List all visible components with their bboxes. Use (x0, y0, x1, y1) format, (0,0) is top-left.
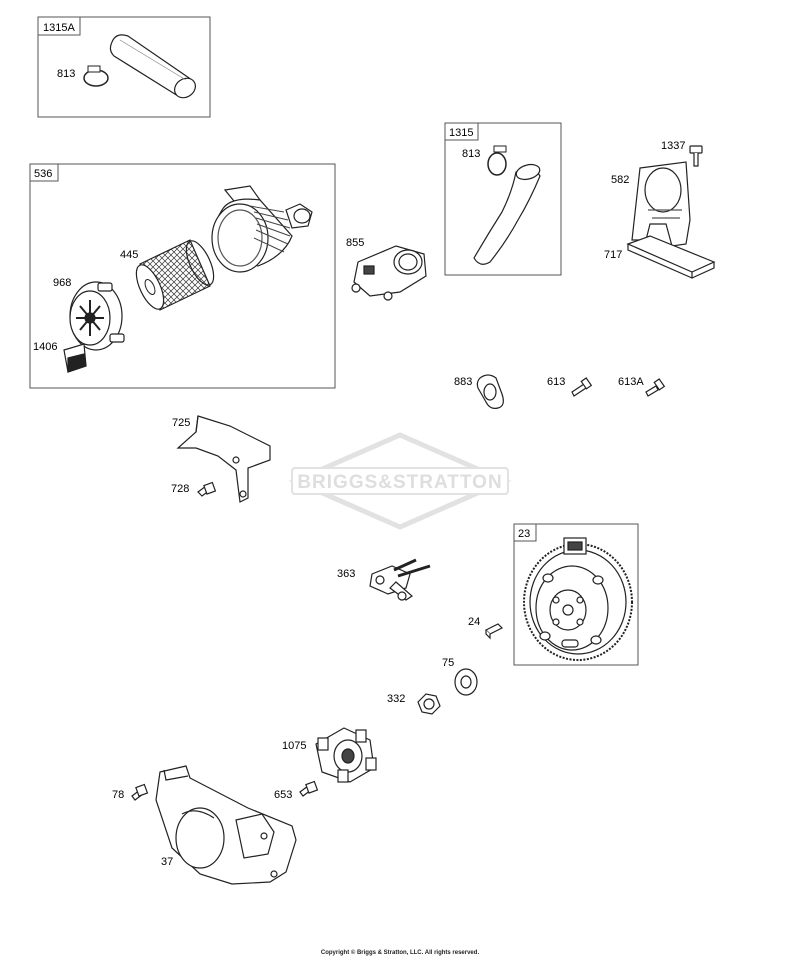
label-363: 363 (337, 568, 355, 580)
screw-1337 (689, 145, 703, 167)
watermark: BRIGGS&STRATTON (288, 432, 512, 530)
hose-1315 (473, 163, 541, 265)
label-24: 24 (468, 616, 480, 628)
clamp-813-a (83, 65, 109, 87)
gasket-883 (476, 374, 504, 409)
bracket-582 (631, 161, 691, 247)
label-78: 78 (112, 789, 124, 801)
filter-element-445 (135, 239, 215, 311)
label-728: 728 (171, 483, 189, 495)
label-653: 653 (274, 789, 292, 801)
cover-968 (69, 281, 125, 351)
label-332: 332 (387, 693, 405, 705)
label-968: 968 (53, 277, 71, 289)
group-1315: 1315 813 (444, 122, 562, 276)
washer-75 (454, 668, 478, 696)
screw-653 (299, 780, 319, 797)
nut-332 (417, 693, 441, 715)
label-855: 855 (346, 237, 364, 249)
group-536: 536 445 968 (29, 163, 336, 389)
label-37: 37 (161, 856, 173, 868)
svg-text:BRIGGS&STRATTON: BRIGGS&STRATTON (297, 472, 502, 493)
valve-1406 (63, 343, 87, 373)
label-1337: 1337 (661, 140, 685, 152)
group-label-1315: 1315 (449, 127, 473, 139)
adapter-855 (351, 245, 427, 301)
label-1406: 1406 (33, 341, 57, 353)
group-label-536: 536 (34, 168, 52, 180)
guard-37 (155, 765, 297, 885)
copyright-text: Copyright © Briggs & Stratton, LLC. All … (320, 950, 480, 956)
screw-613A (645, 378, 666, 397)
group-23: 23 (513, 523, 639, 666)
bracket-725 (176, 415, 271, 503)
hose-1315A (109, 34, 196, 99)
bracket-717 (626, 235, 716, 279)
label-582: 582 (611, 174, 629, 186)
key-24 (484, 623, 504, 640)
label-445: 445 (120, 249, 138, 261)
label-717: 717 (604, 249, 622, 261)
label-725: 725 (172, 417, 190, 429)
flywheel-23 (523, 537, 633, 661)
label-613: 613 (547, 376, 565, 388)
hub-1075 (315, 727, 377, 783)
group-label-23: 23 (518, 528, 530, 540)
assembly-363 (369, 558, 431, 601)
label-813-a: 813 (57, 68, 75, 80)
screw-613 (571, 377, 593, 397)
screw-78 (131, 783, 149, 801)
label-75: 75 (442, 657, 454, 669)
clamp-813-b (487, 145, 507, 176)
screw-728 (197, 481, 217, 497)
label-1075: 1075 (282, 740, 306, 752)
group-1315A: 1315A 813 (37, 16, 211, 118)
group-label-1315A: 1315A (43, 22, 75, 34)
label-613A: 613A (618, 376, 644, 388)
label-883: 883 (454, 376, 472, 388)
air-cleaner-housing (211, 185, 313, 273)
label-813-b: 813 (462, 148, 480, 160)
